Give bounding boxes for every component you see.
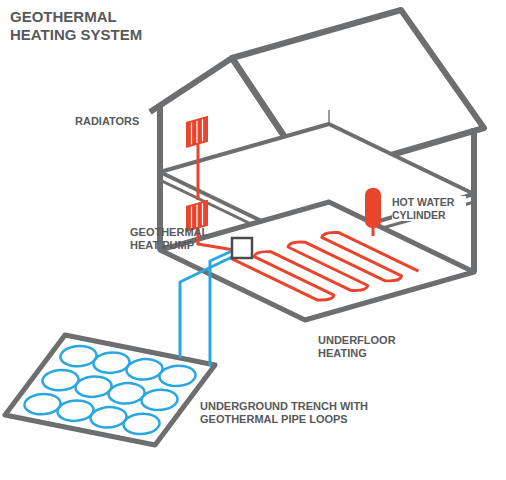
cylinder-pipe — [372, 228, 375, 236]
trench — [5, 335, 215, 445]
diagram-title: GEOTHERMAL HEATING SYSTEM — [10, 8, 170, 44]
ground-loops — [19, 343, 201, 437]
heat-pump — [232, 238, 252, 258]
callout-label: UNDERGROUND TRENCH WITH GEOTHERMAL PIPE … — [200, 400, 385, 426]
callout-label: UNDERFLOOR HEATING — [318, 334, 413, 360]
callout-label: GEOTHERMAL HEAT PUMP — [130, 226, 222, 252]
ground-pipe — [180, 256, 234, 358]
callout-label: RADIATORS — [75, 115, 157, 128]
radiator-pipe — [197, 140, 200, 200]
hot-water-cylinder — [365, 188, 381, 228]
callout-label: HOT WATER CYLINDER — [392, 196, 466, 221]
underfloor-heating-pipe — [230, 229, 422, 302]
radiator — [186, 116, 208, 148]
